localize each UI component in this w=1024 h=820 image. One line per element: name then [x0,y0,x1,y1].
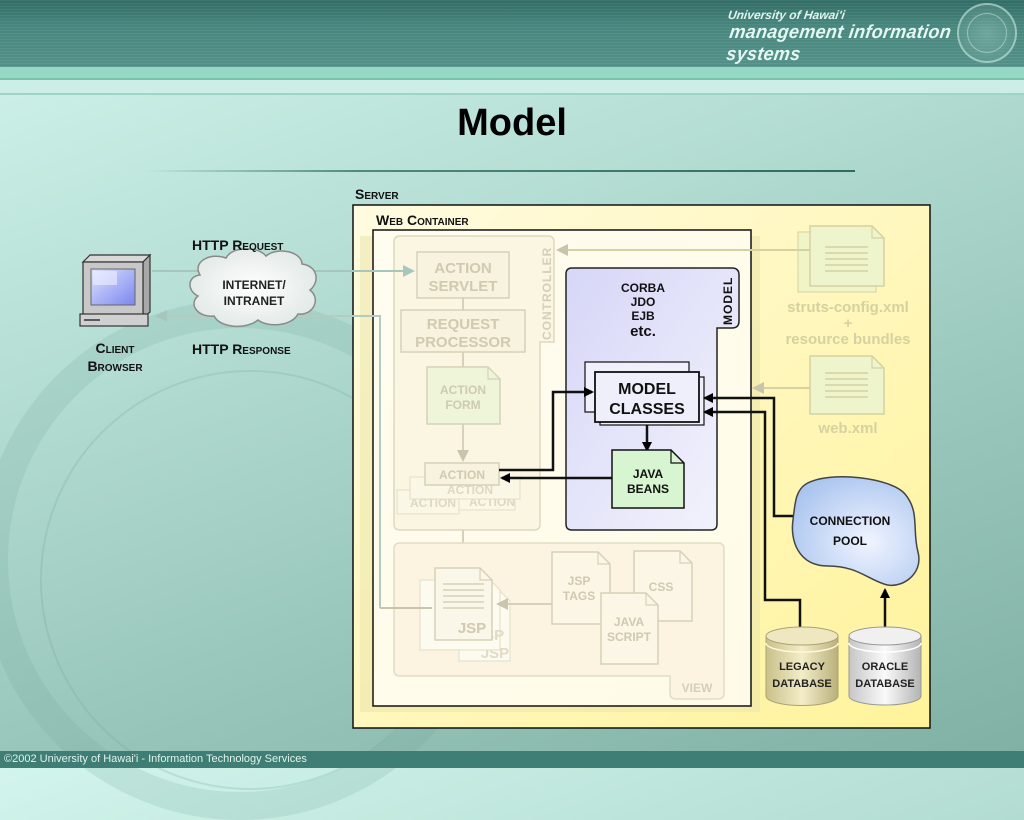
server-label: Server [355,186,399,202]
computer-icon [79,253,152,327]
http-response-arrow [155,310,381,608]
action-form-fold [487,367,500,380]
cloud-line1: INTERNET/ [222,278,286,292]
struts-config-doc [809,225,885,287]
request-processor-line2: PROCESSOR [415,334,511,351]
model-classes-line2: CLASSES [609,401,685,418]
client-label-line1: Client [96,340,135,356]
tech-ejb: EJB [631,309,655,323]
action-label: ACTION [439,468,485,482]
model-classes-box [594,371,700,423]
javascript-fold [645,593,658,606]
title-divider [145,170,855,172]
action-servlet-box [416,251,510,299]
action-stack-back-label: ACTION [447,483,493,497]
java-beans-line1: JAVA [633,467,664,481]
jsp-doc [434,567,493,641]
css-fold [679,551,692,564]
connection-pool-line2: POOL [833,534,867,548]
request-processor-line1: REQUEST [427,316,500,333]
struts-config-lines [825,246,868,272]
jsp-doc-fold [479,568,492,581]
jsp-tags-line2: TAGS [563,589,595,603]
legacy-db-top [765,626,839,646]
oracle-db-ring [848,642,922,653]
web-container-label: Web Container [376,212,469,228]
java-beans-fold [670,450,684,464]
action-box [424,462,500,486]
header-stripe [0,78,1024,80]
pool-to-model-arrow [703,393,795,518]
struts-config-fold [871,226,884,239]
connection-pool-line1: CONNECTION [810,514,891,528]
web-xml-fold [871,356,884,369]
oracle-db-cylinder [848,636,922,706]
tech-jdo: JDO [631,295,656,309]
slide-title: Model [457,102,567,144]
client-label-line2: Browser [87,358,143,374]
java-beans-line2: BEANS [627,482,669,496]
config-plus-label: + [844,315,853,332]
tech-corba: CORBA [621,281,665,295]
header-stripe [0,67,1024,78]
internet-cloud [189,248,317,328]
connection-pool-blob [791,476,920,586]
http-response-label: HTTP Response [192,341,291,357]
oracle-db-top [848,626,922,646]
struts-config-label: struts-config.xml [787,299,909,316]
resource-bundles-label: resource bundles [785,331,910,348]
legacy-db-line1: LEGACY [779,661,826,673]
footer-copyright: ©2002 University of Hawai'i - Informatio… [0,751,1024,768]
legacy-to-model-arrow [703,407,802,635]
http-request-label: HTTP Request [192,237,283,253]
header-stripe [0,80,1024,93]
java-beans-doc [611,449,685,509]
header-stripe [0,93,1024,95]
model-label: MODEL [721,277,735,325]
javascript-line1: JAVA [614,615,645,629]
architecture-diagram: Server Web Container CONTROLLER ACTION S… [79,186,931,729]
action-to-model-arrow [499,387,594,472]
oracle-db-line1: ORACLE [862,661,908,673]
action-form-doc [426,366,501,425]
header-band [0,0,1024,67]
action-form-line2: FORM [445,398,480,412]
university-seal-icon [957,3,1017,63]
oracle-db-line2: DATABASE [855,678,914,690]
jsp-label: JSP [458,620,486,637]
jsp-tags-line1: JSP [568,574,591,588]
action-form-line1: ACTION [440,383,486,397]
javascript-doc [600,592,659,665]
legacy-db-ring [765,642,839,653]
cloud-line2: INTRANET [224,294,285,308]
controller-label: CONTROLLER [540,247,554,340]
web-xml-lines [825,372,868,398]
action-servlet-line1: ACTION [434,260,492,277]
legacy-db-line2: DATABASE [772,678,831,690]
action-servlet-line2: SERVLET [429,278,498,295]
request-processor-box [400,309,526,353]
jsp-tags-fold [597,552,610,565]
model-classes-line1: MODEL [618,381,676,398]
jsp-doc-lines [443,583,484,609]
web-xml-label: web.xml [817,420,877,437]
javascript-line2: SCRIPT [607,630,652,644]
tech-etc: etc. [630,323,656,340]
legacy-db-cylinder [765,636,839,707]
view-label: VIEW [682,681,713,695]
css-label: CSS [649,580,674,594]
